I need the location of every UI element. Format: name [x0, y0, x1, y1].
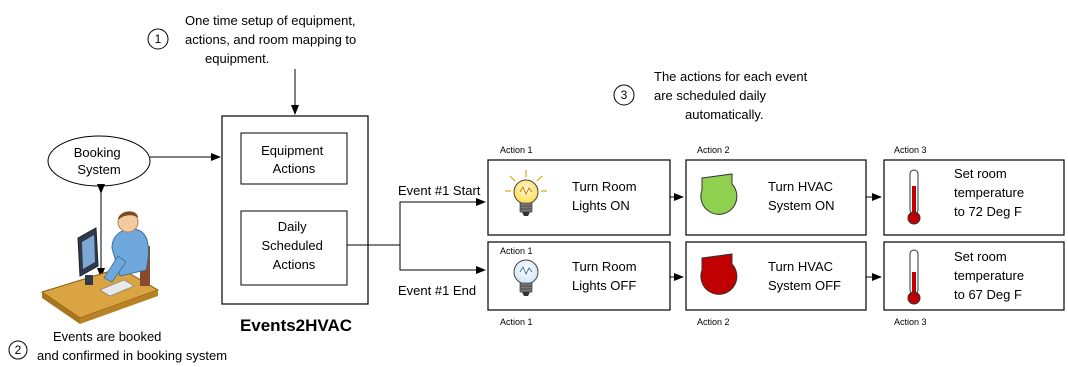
thermometer-icon: [907, 169, 921, 225]
daily-scheduled-actions-box: [240, 210, 348, 286]
start-lights-text: Turn Room Lights ON: [572, 179, 640, 213]
step-2-number-circle: [8, 340, 28, 360]
events2hvac-title: Events2HVAC: [240, 316, 352, 335]
start-action-3-label: Action 3: [894, 145, 927, 155]
step-3: 3 The actions for each event are schedul…: [613, 69, 811, 122]
booking-system-node: [47, 135, 151, 187]
step-3-number: 3: [621, 88, 628, 102]
step-3-number-circle: [613, 84, 635, 106]
step-1: 1 One time setup of equipment, actions, …: [147, 13, 360, 66]
step-2-text: Events are booked and confirmed in booki…: [37, 329, 227, 363]
event-start-connector: [347, 198, 486, 246]
end-action-2-label: Action 2: [697, 317, 730, 327]
step-1-number-circle: [147, 28, 169, 50]
end-action-3-label: Action 3: [894, 317, 927, 327]
start-temp-text: Set room temperature to 72 Deg F: [954, 166, 1028, 219]
light-bulb-off-icon: [513, 259, 539, 296]
event-end-connector: [399, 245, 486, 274]
start-action-1-label: Action 1: [500, 145, 533, 155]
start-hvac-text: Turn HVAC System ON: [768, 179, 837, 213]
event-start-label: Event #1 Start: [398, 183, 481, 198]
thermometer-icon: [907, 249, 921, 305]
equipment-actions-box: [240, 132, 348, 185]
step-1-text: One time setup of equipment, actions, an…: [185, 13, 360, 66]
event-end-label: Event #1 End: [398, 283, 476, 298]
equipment-actions-label: Equipment Actions: [261, 143, 327, 176]
step-3-text: The actions for each event are scheduled…: [654, 69, 811, 122]
end-hvac-text: Turn HVAC System OFF: [768, 259, 841, 293]
end-temp-text: Set room temperature to 67 Deg F: [954, 249, 1028, 302]
booking-system-label: Booking System: [74, 145, 125, 177]
end-action-1-top-label: Action 1: [500, 246, 533, 256]
light-bulb-on-icon: [505, 170, 547, 216]
step-1-number: 1: [155, 32, 162, 46]
start-action-2-label: Action 2: [697, 145, 730, 155]
step-2: 2 Events are booked and confirmed in boo…: [8, 329, 227, 363]
daily-scheduled-actions-label: Daily Scheduled Actions: [261, 219, 326, 272]
user-at-computer-icon: [40, 211, 160, 324]
hvac-fan-on-icon: [700, 173, 738, 215]
hvac-fan-off-icon: [700, 253, 738, 295]
step-2-number: 2: [15, 343, 22, 357]
end-action-1-label: Action 1: [500, 317, 533, 327]
end-lights-text: Turn Room Lights OFF: [572, 259, 640, 293]
